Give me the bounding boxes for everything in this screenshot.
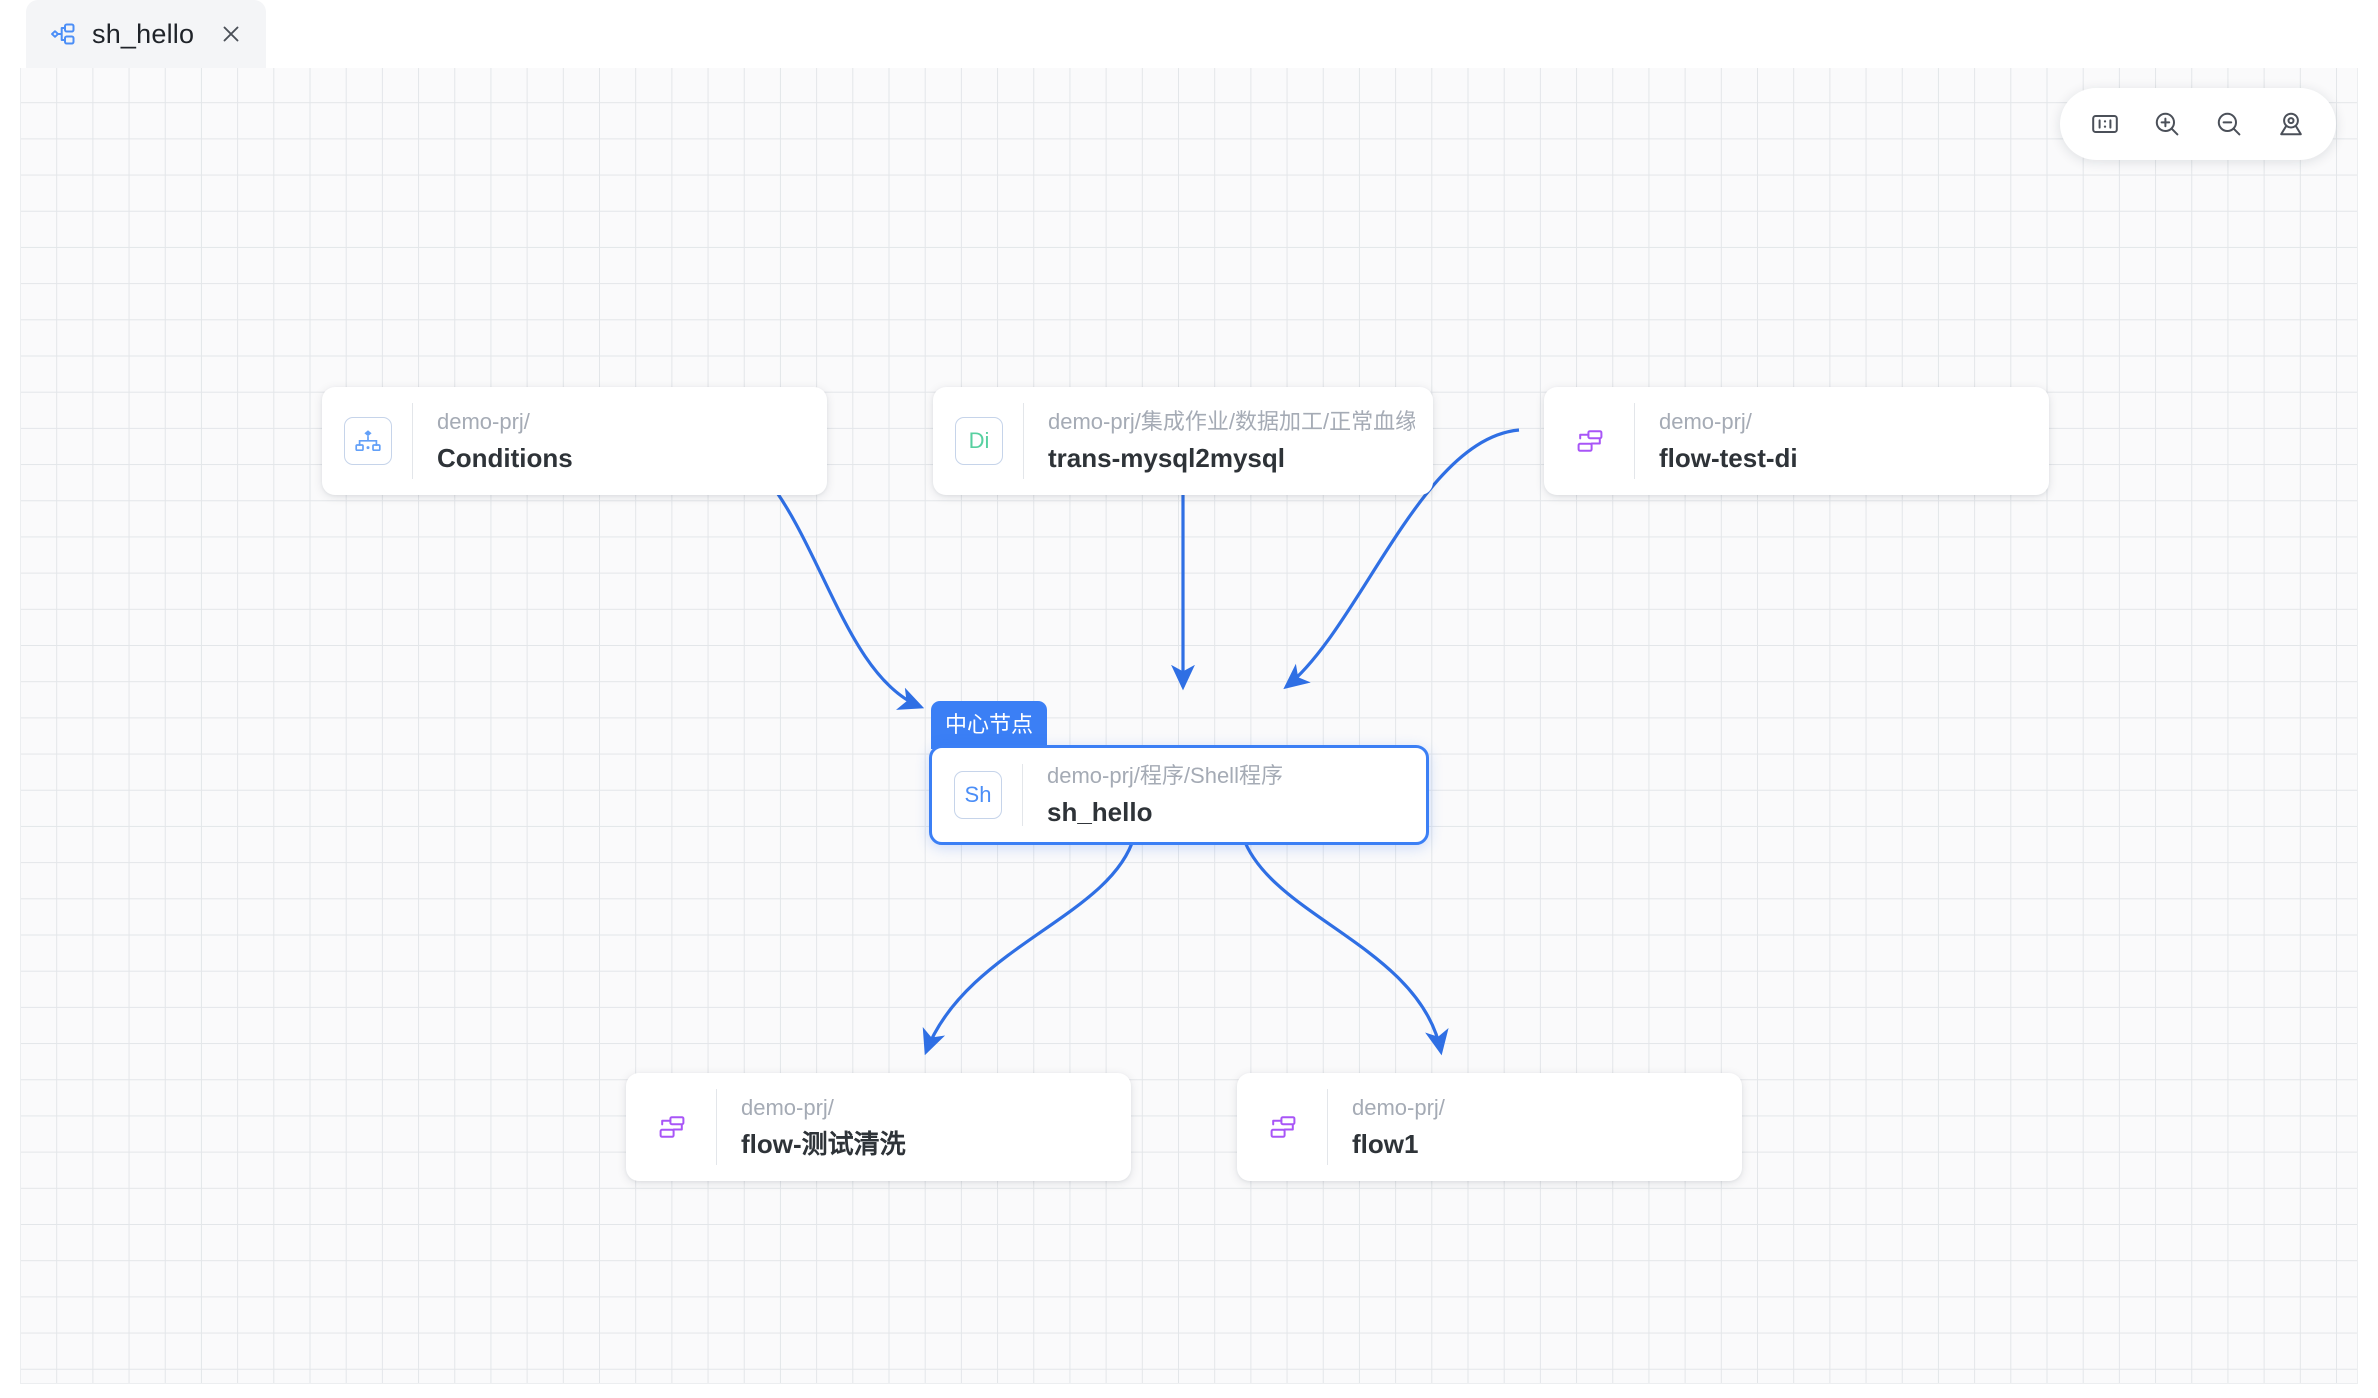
node-divider	[1327, 1089, 1328, 1165]
zoom-in-button[interactable]	[2140, 97, 2194, 151]
di-badge-icon: Di	[955, 417, 1003, 465]
node-flow1[interactable]: demo-prj/ flow1	[1237, 1073, 1742, 1181]
edge-layer	[682, 427, 1520, 1056]
node-title: sh_hello	[1047, 796, 1153, 827]
tab-sh-hello[interactable]: sh_hello	[26, 0, 267, 68]
node-text: demo-prj/程序/Shell程序 sh_hello	[1023, 762, 1283, 828]
node-text: demo-prj/ Conditions	[413, 408, 573, 474]
locate-center-button[interactable]	[2264, 97, 2318, 151]
center-node-tag: 中心节点	[931, 701, 1048, 749]
edge-sh-hello-to-flow1	[1241, 836, 1449, 1056]
locate-pin-icon	[2280, 112, 2302, 136]
node-flow-test-clean[interactable]: demo-prj/ flow-测试清洗	[626, 1073, 1131, 1181]
graph-toolbar	[2060, 88, 2336, 160]
node-flow-test-di[interactable]: demo-prj/ flow-test-di	[1544, 387, 2049, 495]
node-path: demo-prj/集成作业/数据加工/正常血缘	[1048, 409, 1415, 434]
graph-canvas[interactable]: demo-prj/ Conditions Di demo-prj/集成作业/数据…	[20, 66, 2358, 1384]
sh-badge-icon: Sh	[954, 771, 1002, 819]
zoom-out-icon	[2217, 112, 2241, 136]
node-sh-hello[interactable]: Sh demo-prj/程序/Shell程序 sh_hello	[929, 745, 1429, 845]
node-text: demo-prj/ flow1	[1328, 1094, 1445, 1160]
node-text: demo-prj/ flow-test-di	[1635, 408, 1798, 474]
fit-to-screen-button[interactable]	[2078, 97, 2132, 151]
zoom-out-button[interactable]	[2202, 97, 2256, 151]
tab-bar: sh_hello	[0, 0, 2378, 68]
node-divider	[716, 1089, 717, 1165]
node-text: demo-prj/ flow-测试清洗	[717, 1094, 906, 1160]
node-trans-mysql2mysql[interactable]: Di demo-prj/集成作业/数据加工/正常血缘 trans-mysql2m…	[933, 387, 1433, 495]
node-divider	[1023, 403, 1024, 479]
node-title: flow-test-di	[1659, 442, 1798, 473]
edge-sh-hello-to-flow-test-clean	[922, 836, 1136, 1056]
node-path: demo-prj/	[1659, 409, 1752, 434]
zoom-in-icon	[2155, 112, 2179, 136]
close-icon[interactable]	[218, 21, 244, 47]
node-path: demo-prj/	[1352, 1095, 1445, 1120]
node-text: demo-prj/集成作业/数据加工/正常血缘 trans-mysql2mysq…	[1024, 408, 1415, 474]
tab-label: sh_hello	[92, 18, 195, 49]
flow-sitemap-icon	[648, 1103, 696, 1151]
lineage-graph-icon	[50, 20, 78, 48]
node-divider	[412, 403, 413, 479]
node-divider	[1634, 403, 1635, 479]
node-path: demo-prj/	[741, 1095, 834, 1120]
node-conditions[interactable]: demo-prj/ Conditions	[322, 387, 827, 495]
node-title: trans-mysql2mysql	[1048, 442, 1285, 473]
node-path: demo-prj/程序/Shell程序	[1047, 763, 1283, 788]
one-to-one-icon	[2092, 115, 2118, 133]
node-title: flow1	[1352, 1128, 1419, 1159]
flow-sitemap-icon	[1259, 1103, 1307, 1151]
node-title: flow-测试清洗	[741, 1128, 906, 1159]
node-divider	[1022, 764, 1023, 826]
conditions-branch-icon	[344, 417, 392, 465]
node-path: demo-prj/	[437, 409, 530, 434]
node-title: Conditions	[437, 442, 573, 473]
flow-sitemap-icon	[1566, 417, 1614, 465]
